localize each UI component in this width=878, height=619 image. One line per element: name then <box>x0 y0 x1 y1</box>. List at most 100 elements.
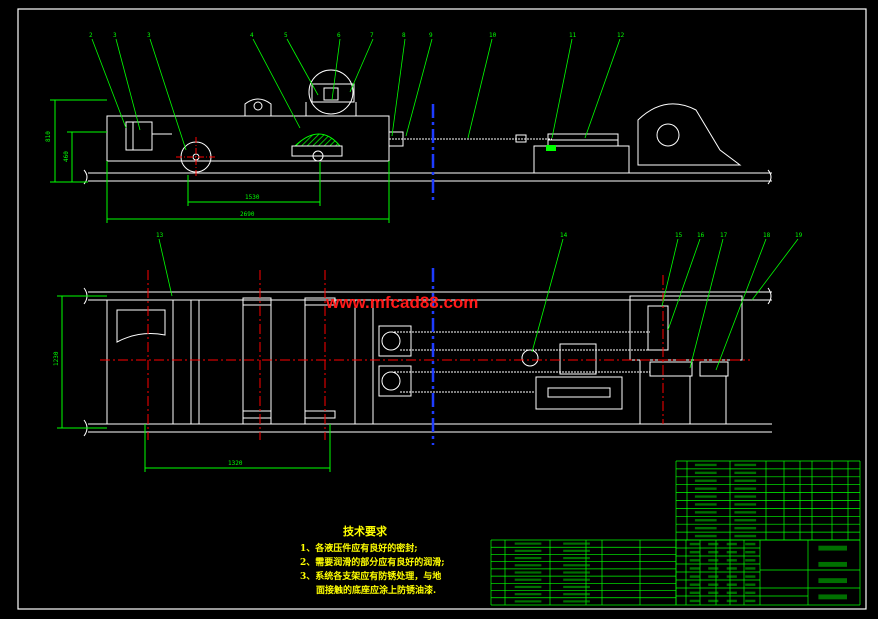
illegible-cell-text <box>745 542 756 546</box>
winch-drum <box>656 123 680 147</box>
notes-line-3: 3、系统各支架应有防锈处理，与地 <box>300 570 441 582</box>
plan-balloon-label: 19 <box>795 232 803 239</box>
illegible-cell-text <box>734 463 757 467</box>
illegible-cell-text <box>734 511 757 514</box>
elev-balloon-label: 5 <box>284 32 288 39</box>
illegible-cell-text <box>694 519 717 522</box>
clamp-2 <box>242 410 272 419</box>
elev-leader <box>252 38 301 129</box>
elev-balloon-label: 3 <box>113 32 117 39</box>
elev-balloon-label: 7 <box>370 32 374 39</box>
illegible-cell-text <box>514 593 542 596</box>
illegible-cell-text <box>563 593 590 596</box>
elev-balloon-label: 2 <box>89 32 93 39</box>
illegible-cell-text <box>726 575 737 578</box>
clamp-3 <box>304 297 336 306</box>
dimension-lines <box>50 99 390 472</box>
frame-corner <box>116 309 166 343</box>
elev-balloon-label: 3 <box>147 32 151 39</box>
elev-balloon-label: 11 <box>569 32 577 39</box>
illegible-cell-text <box>745 591 756 595</box>
bracket <box>244 98 272 116</box>
break-left <box>83 169 88 185</box>
drawing-frame <box>17 8 867 610</box>
axle-rear <box>312 150 324 162</box>
winch-housing <box>637 103 742 166</box>
illegible-cell-text <box>734 487 757 490</box>
illegible-cell-text <box>563 578 590 581</box>
elev-leader <box>349 38 374 93</box>
technical-notes: 技术要求 1、各液压件应有良好的密封; 2、需要润滑的部分应有良好的润滑; 3、… <box>300 524 445 596</box>
illegible-cell-text <box>689 550 700 554</box>
illegible-cell-text <box>694 526 717 530</box>
illegible-cell-text <box>734 534 757 538</box>
notes-line-4: 面接触的底座应涂上防锈油漆. <box>316 584 436 596</box>
motor <box>699 361 729 377</box>
illegible-cell-text <box>745 550 756 554</box>
illegible-cell-text <box>734 479 757 482</box>
rope-socket <box>388 131 404 147</box>
plan-leader <box>158 238 173 297</box>
plan-balloon-label: 13 <box>156 232 164 239</box>
illegible-cell-text <box>708 591 719 595</box>
illegible-cell-text <box>689 583 700 586</box>
drum <box>308 69 354 115</box>
illegible-cell-text <box>745 575 756 578</box>
illegible-cell-text <box>818 594 847 600</box>
plan-balloon-label: 17 <box>720 232 728 239</box>
plan-leader <box>531 238 564 353</box>
dim-2690-text: 2690 <box>240 211 255 218</box>
elev-balloon-label: 12 <box>617 32 625 39</box>
illegible-cell-text <box>734 519 757 522</box>
illegible-cell-text <box>726 550 737 554</box>
illegible-cell-text <box>734 495 757 498</box>
dim-1230-text: 1230 <box>53 351 60 366</box>
dim-1530-text: 1530 <box>245 194 260 201</box>
illegible-cell-text <box>563 585 590 589</box>
elev-balloon-label: 9 <box>429 32 433 39</box>
cylinder-frame <box>535 376 623 410</box>
illegible-cell-text <box>745 599 756 603</box>
illegible-cell-text <box>694 495 717 498</box>
plan-leader <box>661 238 679 307</box>
illegible-cell-text <box>514 585 542 589</box>
elev-leader <box>551 38 573 139</box>
illegible-cell-text <box>818 545 847 551</box>
illegible-cell-text <box>694 487 717 490</box>
illegible-cell-text <box>689 559 700 562</box>
elev-leader <box>115 38 141 131</box>
illegible-cell-text <box>694 511 717 514</box>
illegible-cell-text <box>708 567 719 570</box>
illegible-cell-text <box>514 556 542 560</box>
sheave-block-1 <box>378 325 412 357</box>
plan-balloon-label: 18 <box>763 232 771 239</box>
sheave-block-2 <box>378 365 412 397</box>
dim-1320-text: 1320 <box>228 460 243 467</box>
dim-810-text: 810 <box>45 131 52 142</box>
illegible-cell-text <box>689 599 700 603</box>
watermark: www.mfcad88.com <box>325 293 478 312</box>
elev-leader <box>286 38 319 96</box>
illegible-cell-text <box>726 567 737 570</box>
illegible-cell-text <box>708 559 719 562</box>
elev-leader <box>584 38 621 139</box>
cylinder-plan <box>547 387 611 398</box>
elev-leader <box>467 38 493 139</box>
plan-leader <box>667 238 701 331</box>
illegible-cell-text <box>563 600 590 603</box>
illegible-cell-text <box>689 542 700 546</box>
crossbeam-1 <box>172 299 192 425</box>
illegible-cell-text <box>745 567 756 570</box>
illegible-cell-text <box>734 503 757 506</box>
illegible-cell-text <box>818 561 847 567</box>
illegible-cell-text <box>514 542 542 545</box>
illegible-cell-text <box>708 542 719 546</box>
illegible-cell-text <box>708 599 719 603</box>
break-r-top <box>767 287 772 305</box>
elevation-view <box>83 69 772 200</box>
illegible-cell-text <box>745 559 756 562</box>
elev-balloon-label: 10 <box>489 32 497 39</box>
illegible-cell-text <box>514 600 542 603</box>
elev-leader <box>405 38 433 137</box>
